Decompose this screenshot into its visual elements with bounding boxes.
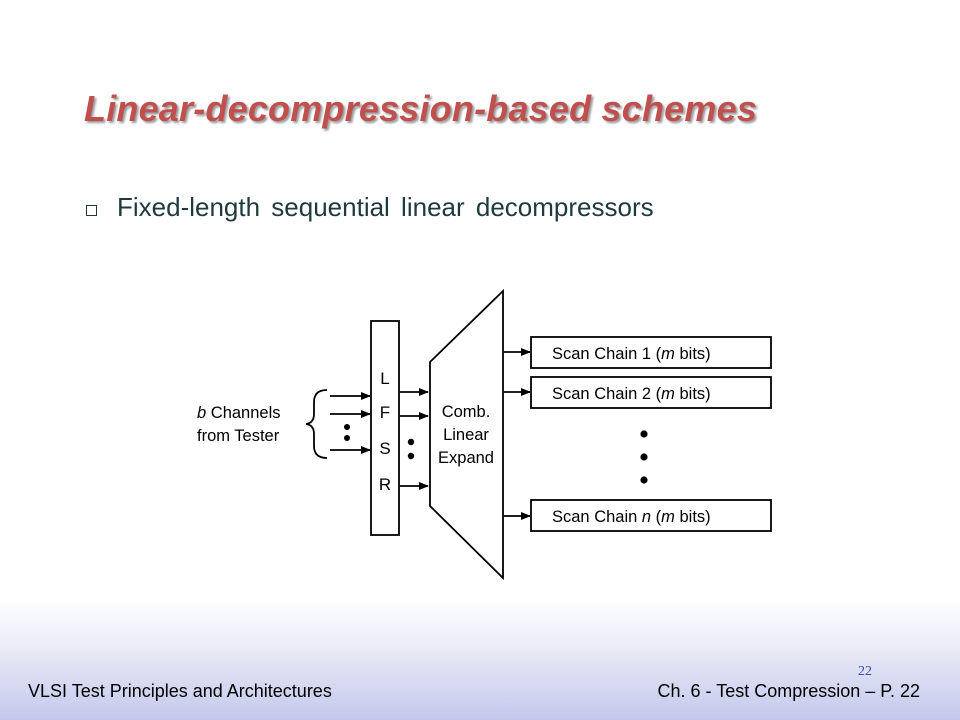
square-bullet-icon <box>86 205 97 216</box>
lfsr-letter: F <box>380 403 390 422</box>
scan-chain-2 <box>530 376 772 409</box>
scan-chain-1-label: Scan Chain 1 (m bits) <box>552 345 711 363</box>
ellipsis-dot <box>407 452 415 460</box>
page-number: 22 <box>858 664 872 679</box>
scan-chain-n <box>530 499 772 532</box>
ellipsis-dot <box>344 435 350 441</box>
scan-chain-2-label: Scan Chain 2 (m bits) <box>552 385 711 403</box>
expander-label: Linear <box>443 426 489 444</box>
input-label-line1: b Channels <box>197 404 281 422</box>
ellipsis-dot <box>640 453 648 461</box>
scan-chain-n-label: Scan Chain n (m bits) <box>552 508 711 526</box>
input-label-line2: from Tester <box>197 427 280 445</box>
slide-title: Linear-decompression-based schemes <box>84 88 758 129</box>
lfsr-letter: R <box>379 475 391 494</box>
footer-course-title: VLSI Test Principles and Architectures <box>28 681 332 701</box>
bullet-item: Fixed-length sequential linear decompres… <box>86 192 654 223</box>
curly-brace <box>305 389 328 459</box>
lfsr-box <box>370 320 400 536</box>
footer-band <box>0 600 960 720</box>
bullet-text: Fixed-length sequential linear decompres… <box>117 192 654 222</box>
ellipsis-dot <box>344 424 350 430</box>
linear-expander <box>429 288 504 581</box>
lfsr-letter: L <box>380 369 389 388</box>
ellipsis-dot <box>640 430 648 438</box>
ellipsis-dot <box>640 476 648 484</box>
expander-label: Comb. <box>442 403 491 421</box>
expander-label: Expand <box>438 449 494 467</box>
scan-chain-1 <box>530 336 772 369</box>
ellipsis-dot <box>407 438 415 446</box>
footer-chapter-page: Ch. 6 - Test Compression – P. 22 <box>657 681 920 701</box>
lfsr-letter: S <box>379 439 390 458</box>
